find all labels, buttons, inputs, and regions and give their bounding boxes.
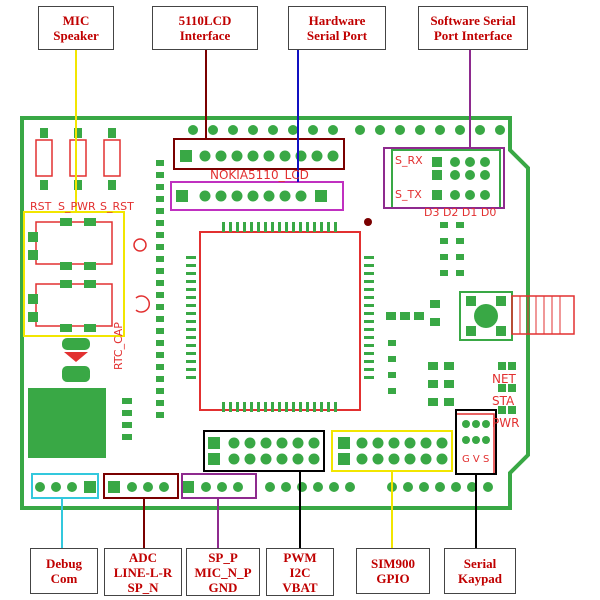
silk-s-rx: S_RX [395, 154, 423, 167]
hl-hw-serial [170, 181, 344, 211]
label-sp-p: SP_P MIC_N_P GND [186, 548, 260, 596]
rtc-cap-pad [28, 388, 106, 458]
gpio-header [338, 437, 448, 465]
hl-adc [103, 473, 179, 499]
label-mic-speaker: MIC Speaker [38, 6, 114, 50]
silk-lcd: NOKIA5110_LCD [210, 168, 309, 182]
silk-s-pwr: S_PWR [58, 200, 96, 213]
sw-serial-block [391, 149, 501, 209]
audio-jacks [35, 221, 113, 327]
label-pwm: PWM I2C VBAT [266, 548, 334, 596]
antenna-connector [459, 291, 575, 341]
label-adc: ADC LINE-L-R SP_N [104, 548, 182, 596]
silk-rtc-cap: RTC_CAP [112, 322, 125, 370]
hl-pwm [203, 430, 325, 472]
left-smd-column [156, 160, 164, 418]
label-software-serial: Software Serial Port Interface [418, 6, 528, 50]
bottom-header [35, 481, 493, 493]
hl-lcd [173, 138, 345, 170]
silk-net: NET [492, 372, 516, 386]
label-sim900-gpio: SIM900 GPIO [356, 548, 430, 594]
label-serial-kaypad: Serial Kaypad [444, 548, 516, 594]
hw-serial-row [176, 190, 327, 202]
silk-gvs: G V S [462, 454, 490, 465]
hl-sw-serial [383, 147, 505, 209]
top-header [188, 125, 505, 135]
sim900-chip [186, 218, 374, 412]
silk-sta: STA [492, 394, 515, 408]
pwm-header [208, 437, 320, 465]
mic-icon [133, 238, 151, 313]
label-debug-com: Debug Com [30, 548, 98, 594]
silk-pwr: PWR [492, 416, 520, 430]
diode-symbol [62, 338, 90, 382]
label-lcd-interface: 5110LCD Interface [152, 6, 258, 50]
hl-debug [31, 473, 99, 499]
silk-rst: RST [30, 200, 52, 213]
hl-mic-speaker [23, 211, 125, 337]
lcd-header-row [180, 150, 339, 162]
silk-d-pins: D3 D2 D1 D0 [424, 206, 497, 219]
silk-s-rst: S_RST [100, 200, 134, 213]
label-hardware-serial: Hardware Serial Port [288, 6, 386, 50]
push-buttons [35, 128, 121, 190]
silk-s-tx: S_TX [395, 188, 422, 201]
pcb-board [20, 116, 530, 510]
